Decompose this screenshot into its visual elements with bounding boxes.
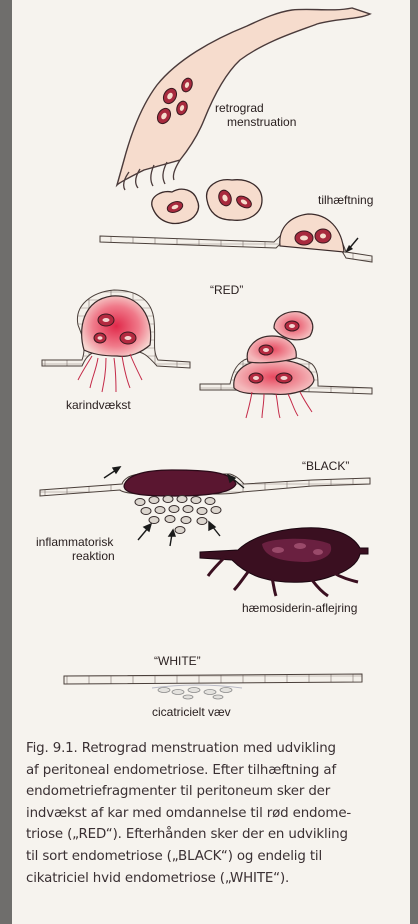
caption-line: til sort endometriose („BLACK“) og endel… — [26, 846, 406, 868]
label-retrograd: retrograd — [215, 101, 264, 115]
endometrial-fragment — [207, 180, 262, 221]
hemosiderin-deposit — [200, 528, 368, 596]
white-scar — [64, 674, 362, 699]
label-red: “RED” — [210, 283, 243, 297]
caption-line: indvækst af kar med omdannelse til rød e… — [26, 803, 406, 825]
caption-line: triose („RED“). Efterhånden sker der en … — [26, 824, 406, 846]
label-tilhaeftning: tilhæftning — [318, 193, 373, 207]
label-inflammatorisk: inflammatorisk — [36, 535, 113, 549]
endometrial-fragment — [152, 189, 199, 223]
label-karindvaekst: karindvækst — [66, 398, 131, 412]
endometriosis-figure — [12, 0, 410, 735]
fallopian-tube — [117, 8, 370, 190]
book-page: retrograd menstruation tilhæftning “RED”… — [12, 0, 410, 924]
label-reaktion: reaktion — [72, 549, 115, 563]
caption-line: Fig. 9.1. Retrograd menstruation med udv… — [26, 738, 406, 760]
label-cicatricielt: cicatricielt væv — [152, 705, 231, 719]
figure-caption: Fig. 9.1. Retrograd menstruation med udv… — [26, 738, 406, 889]
caption-line: endometriefragmenter til peritoneum sker… — [26, 781, 406, 803]
caption-line: cikatriciel hvid endometriose („WHITE“). — [26, 868, 406, 890]
peritoneum-membrane — [100, 214, 372, 262]
label-white: “WHITE” — [154, 654, 201, 668]
label-menstruation: menstruation — [227, 115, 296, 129]
label-black: “BLACK” — [302, 459, 349, 473]
label-haemosiderin: hæmosiderin-aflejring — [242, 601, 357, 615]
caption-line: af peritoneal endometriose. Efter tilhæf… — [26, 760, 406, 782]
red-lesion — [200, 312, 372, 418]
red-lesion — [42, 290, 190, 392]
